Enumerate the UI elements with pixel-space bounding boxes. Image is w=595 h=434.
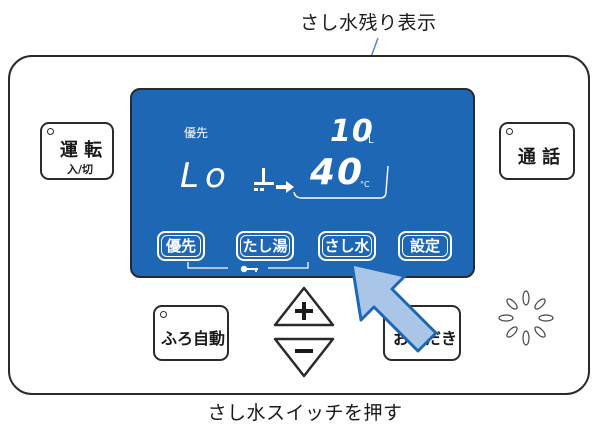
temperature-unit: °C [360, 180, 370, 189]
lcd-settings-button[interactable]: 設定 [398, 231, 452, 261]
lcd-priority-button[interactable]: 優先 [157, 231, 205, 261]
priority-indicator: 優先 [184, 126, 209, 140]
power-button-label: 運 転 [59, 140, 103, 161]
temp-up-button[interactable] [272, 285, 336, 329]
auto-bath-label: ふろ自動 [160, 329, 225, 348]
remaining-water-number: 10 [330, 114, 374, 149]
key-lock-icon [240, 265, 258, 273]
bathtub-icon [293, 165, 389, 199]
plus-icon [295, 302, 313, 320]
lcd-tashiyu-button[interactable]: たし湯 [236, 231, 294, 261]
power-button[interactable]: 運 転 入/切 [40, 122, 114, 180]
minus-icon [295, 349, 313, 353]
temperature-value: 40 [310, 152, 365, 193]
power-button-sublabel: 入/切 [66, 163, 94, 176]
remaining-water-callout: さし水残り表示 [300, 12, 437, 34]
level-indicator: Lo [180, 156, 232, 196]
talk-button[interactable]: 通 話 [499, 122, 575, 180]
indicator-light-icon [47, 128, 54, 135]
indicator-light-icon [160, 311, 167, 318]
auto-bath-button[interactable]: ふろ自動 [153, 305, 229, 361]
instruction-caption: さし水スイッチを押す [207, 402, 403, 424]
talk-button-label: 通 話 [517, 147, 561, 168]
indicator-light-icon [506, 128, 513, 135]
lcd-display: 優先 10 L Lo 40 °C 優先 たし湯 さし水 設定 [130, 88, 475, 278]
hand-pointer-arrow-icon [350, 262, 438, 353]
water-add-icon [254, 168, 294, 193]
lcd-sashimizu-button[interactable]: さし水 [318, 231, 376, 261]
sparkle-light-icon [498, 290, 554, 346]
temp-down-button[interactable] [272, 336, 336, 380]
lock-bracket [187, 262, 309, 273]
remaining-water-unit: L [368, 135, 374, 146]
